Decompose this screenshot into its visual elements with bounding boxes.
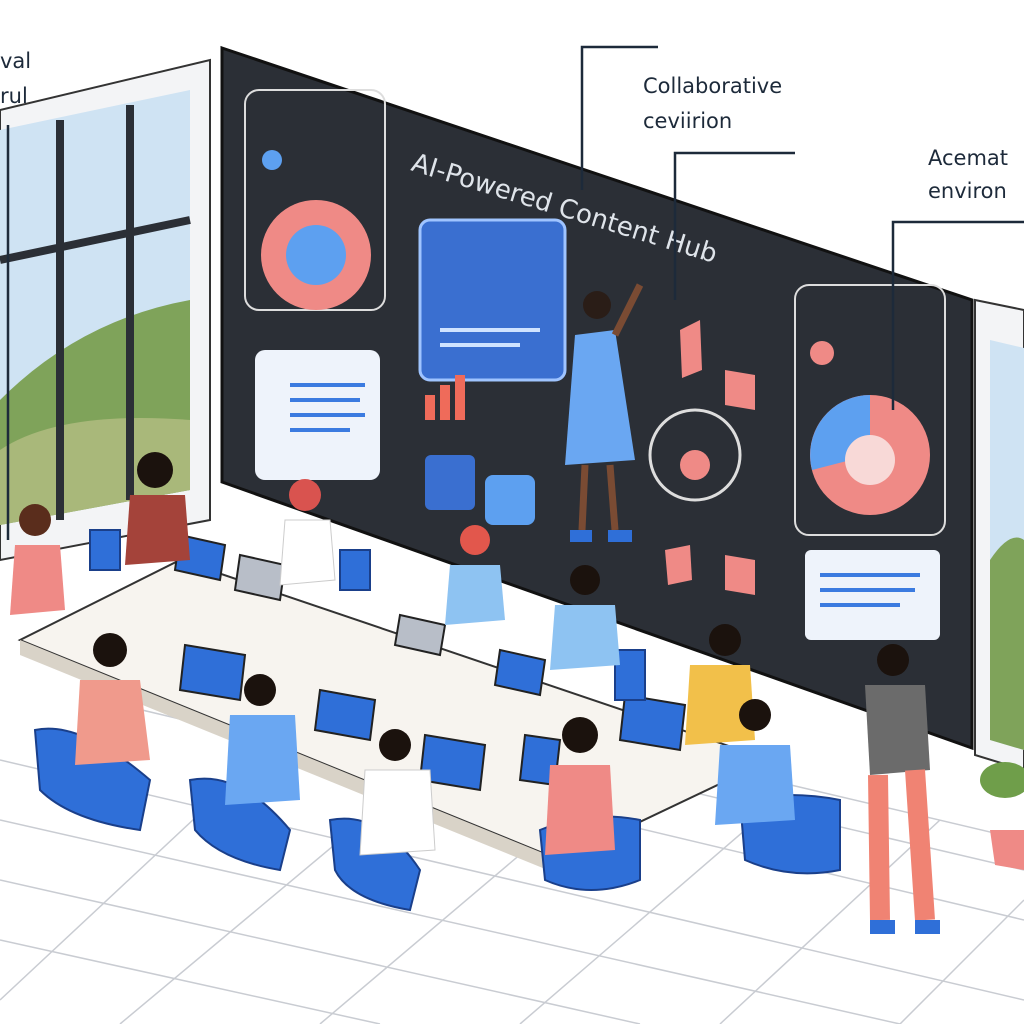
callout-right-1: Acemat <box>928 146 1008 170</box>
plant <box>980 762 1024 870</box>
callout-collab-2: ceviirion <box>643 109 732 133</box>
callout-right-2: environ <box>928 179 1007 203</box>
callout-top-left-2: rul <box>0 84 28 108</box>
standing-man <box>865 644 940 934</box>
gear-icon <box>648 408 742 502</box>
person-at-board <box>565 283 644 542</box>
callout-lines <box>6 45 1024 540</box>
right-window <box>974 298 1024 772</box>
callout-top-left-1: val <box>0 49 31 73</box>
left-window <box>0 58 211 562</box>
dashboard-panel <box>244 89 386 311</box>
seated-people <box>10 452 795 856</box>
callout-collab-1: Collaborative <box>643 74 782 98</box>
